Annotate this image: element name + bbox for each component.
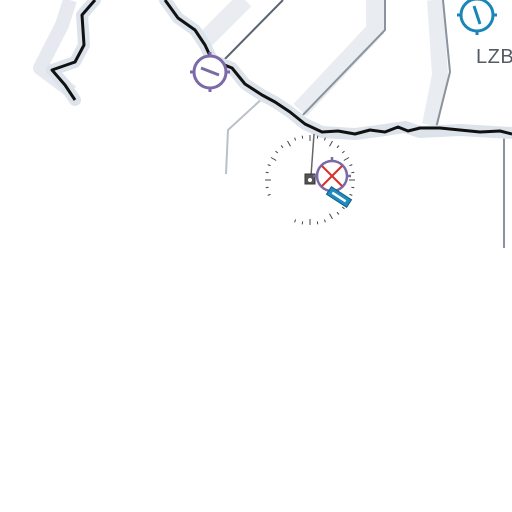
airspace-line	[299, 0, 386, 119]
airspace-line	[221, 0, 284, 63]
compass-tick	[294, 137, 297, 141]
airport-code-label[interactable]: LZB	[476, 46, 512, 68]
compass-tick	[341, 206, 345, 210]
country-border	[50, 0, 97, 101]
compass-tick	[316, 135, 319, 139]
compass-tick	[301, 135, 304, 139]
compass-tick	[351, 171, 355, 174]
compass-tick	[265, 171, 269, 174]
compass-tick	[349, 193, 353, 196]
compass-tick	[280, 145, 284, 149]
runway-icon[interactable]	[325, 185, 353, 209]
compass-tick	[270, 157, 277, 161]
compass-tick	[351, 186, 355, 189]
compass-tick	[316, 221, 319, 225]
compass-tick	[329, 140, 333, 147]
compass-tick	[323, 219, 326, 223]
compass-tick	[336, 145, 340, 149]
compass-tick	[294, 219, 297, 223]
compass-tick	[343, 157, 350, 161]
compass-tick	[267, 164, 271, 167]
airspace-band-diagonal-1	[198, 0, 252, 47]
compass-tick	[329, 213, 333, 220]
compass-tick	[341, 150, 345, 154]
airspace-band-diagonal-2	[293, 0, 384, 117]
compass-tick	[336, 211, 340, 215]
compass-tick	[349, 164, 353, 167]
compass-tick	[265, 186, 269, 189]
compass-tick	[267, 193, 271, 196]
compass-tick	[275, 150, 279, 154]
airspace-line	[225, 95, 266, 175]
compass-tick	[301, 221, 304, 225]
airspace-line	[435, 0, 452, 129]
compass-tick	[323, 137, 326, 141]
airspace-band-vertical	[422, 0, 449, 127]
compass-tick	[287, 140, 291, 147]
